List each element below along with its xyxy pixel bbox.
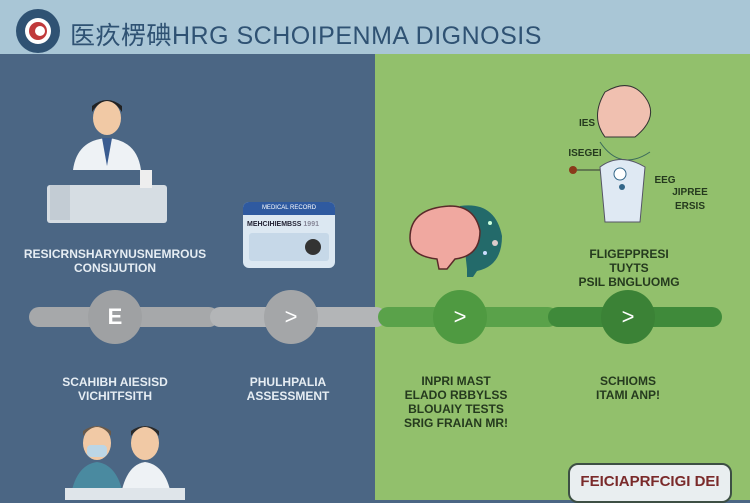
brain-illustration [409,205,502,277]
left-panel [0,54,375,500]
diagram-label: ISEGEI [568,148,602,159]
step-2-node[interactable]: > [264,290,318,344]
doctor-illustration [47,100,167,223]
diagram-label: JIPREE ERSIS [672,187,708,212]
step-2-caption: PHULHPALIA ASSESSMENT [246,375,330,403]
diagram-label: IES [578,118,596,129]
header: 医疚楞碘HRG SCHOIPENMA DIGNOSIS [0,0,750,54]
diagnosis-badge[interactable]: FEICIAPRFCIGI DEI [568,463,732,503]
eeg-diagram [569,85,652,223]
card-number: 1991 [303,221,319,228]
diagram-label: EEG [654,175,676,186]
step-3-caption: INPRI MAST ELADO RBBYLSS BLOUAIY TESTS S… [404,374,508,430]
step-1-label: RESICRNSHARYNUSNEMROUS CONSIJUTION [23,247,207,275]
medical-logo-icon [16,9,60,53]
right-panel [375,54,750,500]
step-4-label: FLIGEPPRESI TUYTS PSIL BNGLUOMG [578,247,680,289]
card-title: MEHCIHIEMBSS [247,221,302,228]
page-title: 医疚楞碘HRG SCHOIPENMA DIGNOSIS [70,22,542,50]
step-1-node[interactable]: E [88,290,142,344]
step-4-node[interactable]: > [601,290,655,344]
step-3-node[interactable]: > [433,290,487,344]
card-header: MEDICAL RECORD [243,202,335,215]
step-1-caption: SCAHIBH AIESISD VICHITFSITH [62,375,168,403]
doctors-illustration [65,426,185,500]
step-4-caption: SCHIOMS ITAMI ANP! [596,374,660,402]
medical-record-card: MEDICAL RECORD MEHCIHIEMBSS 1991 [243,202,335,268]
